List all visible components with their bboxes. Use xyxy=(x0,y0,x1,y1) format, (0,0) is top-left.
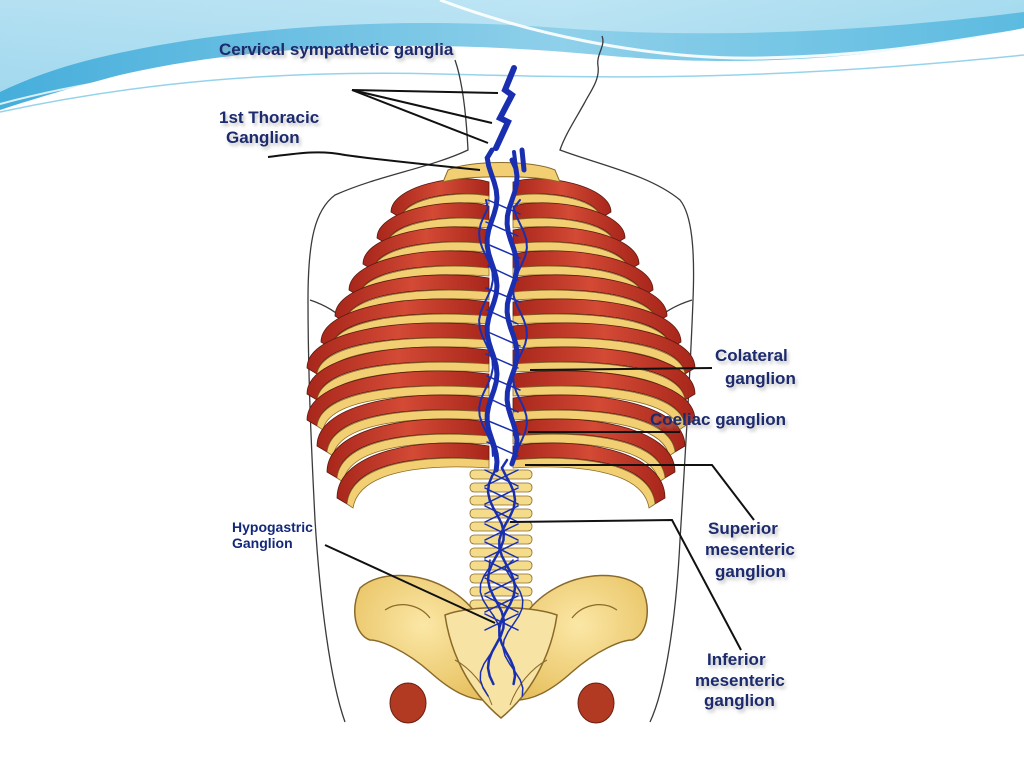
nerve-strand xyxy=(478,199,494,457)
nerve-branch xyxy=(485,353,519,369)
leader-cervical-3 xyxy=(351,89,489,144)
sympathetic-chain xyxy=(478,65,528,697)
label-cervical-sympathetic-ganglia: Cervical sympathetic ganglia xyxy=(219,40,454,59)
rib-bone xyxy=(512,457,656,509)
rib-bone xyxy=(346,457,490,509)
nerve-branch xyxy=(487,331,521,347)
nerve-branch xyxy=(485,419,521,435)
cervical-chain xyxy=(493,65,517,151)
nerve-strand xyxy=(479,559,501,697)
label-inferior-mesenteric-ganglion: Inferior mesenteric ganglion xyxy=(695,650,785,711)
nerve-branch xyxy=(484,541,519,559)
nerve-branch xyxy=(484,469,519,487)
nerve-branch xyxy=(486,441,519,457)
label-coeliac-ganglion: Coeliac ganglion xyxy=(650,410,787,429)
nerve-strand xyxy=(504,157,520,467)
vertebra xyxy=(469,482,533,493)
leader-superior xyxy=(525,464,755,521)
ribcage xyxy=(306,162,696,509)
nerve-branch xyxy=(484,577,519,595)
nerve-branch xyxy=(484,595,519,613)
vertebra xyxy=(469,573,533,584)
header-wave xyxy=(0,0,1024,113)
nerve-branch xyxy=(487,397,519,413)
label-superior-mesenteric-ganglion: Superior mesenteric ganglion xyxy=(705,519,795,582)
label-hypogastric-ganglion: Hypogastric Ganglion xyxy=(232,519,313,552)
vertebra xyxy=(469,586,533,597)
leader-cervical-1 xyxy=(351,89,499,94)
leader-inferior xyxy=(509,518,742,651)
leader-hypogastric xyxy=(324,544,496,624)
nerve-branch xyxy=(487,199,521,215)
cervical-chain xyxy=(519,147,527,173)
nerve-branch xyxy=(484,523,519,541)
nerve-branch xyxy=(484,505,519,523)
pelvis xyxy=(354,574,648,724)
leader-colateral xyxy=(529,367,713,371)
nerve-branch xyxy=(484,613,519,631)
nerve-branch xyxy=(485,287,521,303)
label-colateral-ganglion: Colateral ganglion xyxy=(715,346,796,388)
vertebra xyxy=(469,560,533,571)
nerve-strand xyxy=(512,199,528,457)
nerve-branch xyxy=(486,375,521,391)
spinal-column xyxy=(469,469,533,610)
nerve-branch xyxy=(485,221,519,237)
leader-lines xyxy=(267,89,755,651)
nerve-branch xyxy=(486,309,519,325)
leader-cervical-2 xyxy=(351,89,493,124)
vertebra xyxy=(469,495,533,506)
nerve-strand xyxy=(502,559,524,697)
nerve-branch xyxy=(484,487,519,505)
nerve-branch xyxy=(486,243,521,259)
label-1st-thoracic-ganglion: 1st Thoracic Ganglion xyxy=(219,108,320,147)
clavicle xyxy=(442,162,561,183)
nerve-branch xyxy=(484,559,519,577)
leader-thoracic xyxy=(267,151,481,171)
nerve-branch xyxy=(487,265,519,281)
